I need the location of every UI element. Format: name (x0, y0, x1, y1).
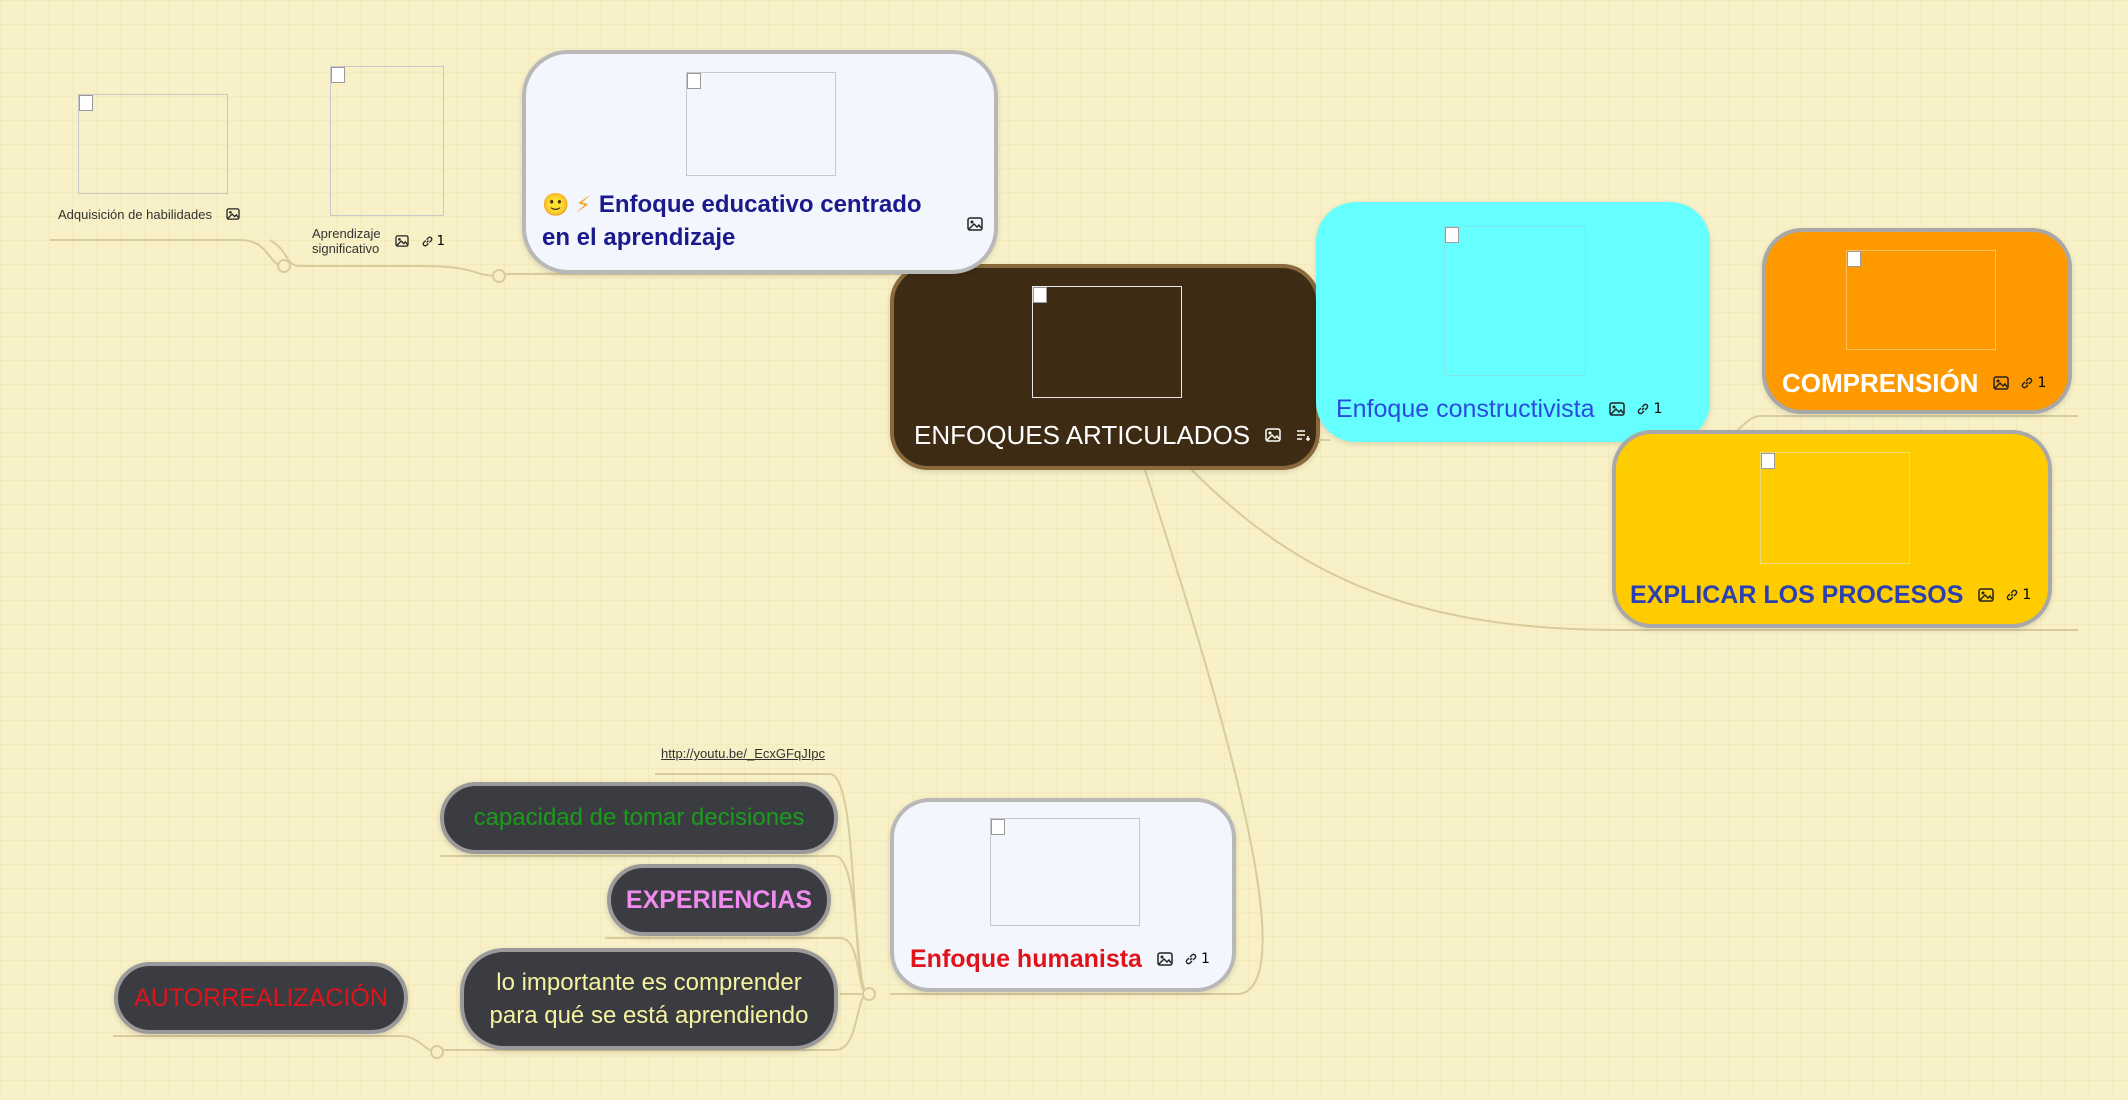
comprender-label-line2: para qué se está aprendiendo (489, 1002, 809, 1029)
enfoque-educativo-label-line1: Enfoque educativo centrado (598, 191, 922, 218)
image-icon (224, 206, 242, 222)
connector-humanista-decisiones (440, 855, 869, 995)
connector-node-aprendizaje (277, 259, 291, 273)
connector-root-explicar (1189, 467, 2078, 631)
experiencias-label: EXPERIENCIAS (625, 885, 813, 914)
youtube-link[interactable]: http://youtu.be/_EcxGFqJIpc (661, 746, 826, 761)
explicar-image (1760, 452, 1910, 564)
explicar-label: EXPLICAR LOS PROCESOS (1630, 580, 1964, 609)
broken-image-icon (1033, 287, 1047, 303)
comprender-node[interactable]: lo importante es comprender para qué se … (460, 948, 838, 1050)
decisiones-label: capacidad de tomar decisiones (473, 804, 805, 831)
root-image (1032, 286, 1182, 398)
image-icon (966, 216, 984, 232)
link-count[interactable]: 1 (421, 234, 445, 249)
connector-auto (113, 1035, 438, 1053)
enfoque-educativo-image (686, 72, 836, 176)
link-icon (2007, 589, 2018, 601)
decisiones-node[interactable]: capacidad de tomar decisiones (440, 782, 838, 854)
image-icon (1156, 951, 1174, 967)
broken-image-icon (1847, 251, 1861, 267)
link-icon (2022, 377, 2033, 389)
broken-image-icon (1445, 227, 1459, 243)
link-count[interactable]: 1 (1184, 951, 1210, 967)
comprender-label-line1: lo importante es comprender (496, 969, 802, 996)
adquisicion-label: Adquisición de habilidades (58, 206, 212, 222)
image-icon (1992, 375, 2010, 391)
connector-node-educativo (492, 269, 506, 283)
smiley-emoji-icon: 🙂 (542, 192, 570, 217)
broken-image-icon (79, 95, 93, 111)
image-icon (393, 233, 411, 249)
root-node[interactable]: ENFOQUES ARTICULADOS (890, 264, 1320, 470)
enfoque-humanista-node[interactable]: Enfoque humanista 1 (890, 798, 1236, 992)
link-icon (1185, 953, 1197, 965)
enfoque-educativo-node[interactable]: 🙂 ⚡ Enfoque educativo centrado en el apr… (522, 50, 998, 274)
comprension-node[interactable]: COMPRENSIÓN 1 (1762, 228, 2072, 414)
connector-node-autorrealizacion (430, 1045, 444, 1059)
humanista-label: Enfoque humanista (910, 944, 1142, 973)
image-icon (1264, 427, 1282, 443)
broken-image-icon (687, 73, 701, 89)
image-icon (1977, 587, 1995, 603)
enfoque-constructivista-node[interactable]: Enfoque constructivista 1 (1316, 202, 1710, 442)
broken-image-icon (991, 819, 1005, 835)
comprension-label: COMPRENSIÓN (1782, 367, 1979, 398)
adquisicion-image (78, 94, 228, 194)
constructivista-label: Enfoque constructivista (1336, 394, 1595, 423)
connector-aprendizaje-adquisicion (50, 239, 285, 267)
aprendizaje-image (330, 66, 444, 216)
link-icon (1638, 403, 1649, 415)
autorrealizacion-label: AUTORREALIZACIÓN (134, 983, 388, 1012)
link-icon (422, 236, 433, 246)
comprension-image (1846, 250, 1996, 350)
autorrealizacion-node[interactable]: AUTORREALIZACIÓN (114, 962, 408, 1034)
lightning-emoji-icon: ⚡ (575, 192, 591, 217)
enfoque-educativo-label-line2: en el aprendizaje (542, 224, 736, 251)
humanista-image (990, 818, 1140, 926)
root-label: ENFOQUES ARTICULADOS (914, 419, 1251, 450)
constructivista-image (1444, 226, 1586, 376)
broken-image-icon (331, 67, 345, 83)
link-count[interactable]: 1 (1636, 401, 1662, 417)
aprendizaje-significativo-node[interactable]: Aprendizaje significativo 1 (310, 66, 470, 262)
link-count[interactable]: 1 (2005, 587, 2031, 603)
broken-image-icon (1761, 453, 1775, 469)
experiencias-node[interactable]: EXPERIENCIAS (607, 864, 831, 936)
link-count[interactable]: 1 (2020, 375, 2046, 391)
adquisicion-node[interactable]: Adquisición de habilidades (56, 94, 256, 230)
explicar-procesos-node[interactable]: EXPLICAR LOS PROCESOS 1 (1612, 430, 2052, 628)
connector-root-humanista (890, 469, 1264, 995)
notes-icon[interactable] (1294, 427, 1312, 443)
aprendizaje-label-line1: Aprendizaje (312, 226, 381, 241)
image-icon (1608, 401, 1626, 417)
connector-educativo-aprendizaje (269, 239, 501, 277)
aprendizaje-label-line2: significativo (312, 241, 380, 256)
connector-node-humanista (862, 987, 876, 1001)
